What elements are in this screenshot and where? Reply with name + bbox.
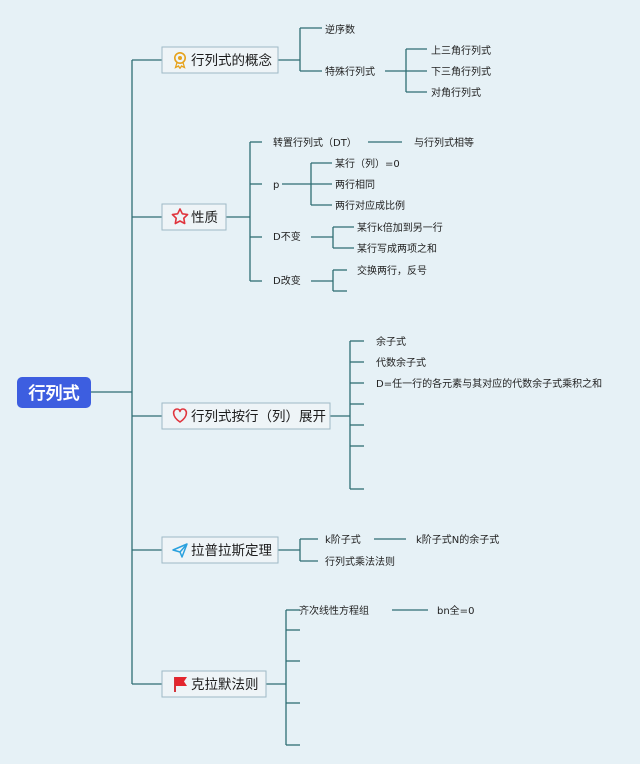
leaf-node: 代数余子式: [376, 356, 426, 369]
branch-node-concept[interactable]: 行列式的概念: [161, 46, 279, 74]
leaf-node: 对角行列式: [431, 86, 481, 99]
root-label: 行列式: [28, 383, 80, 404]
leaf-node: 交换两行，反号: [357, 264, 427, 277]
leaf-node: 齐次线性方程组: [299, 604, 369, 617]
paper-plane-icon: [172, 543, 188, 558]
leaf-node: 余子式: [376, 335, 406, 348]
branch-label-cramer: 克拉默法则: [191, 677, 259, 693]
branch-label-expansion: 行列式按行（列）展开: [191, 409, 326, 425]
branch-label-concept: 行列式的概念: [191, 52, 272, 69]
leaf-node: 某行（列）=0: [335, 157, 400, 170]
leaf-node: D改变: [273, 274, 301, 287]
leaf-node: 上三角行列式: [431, 44, 491, 57]
heart-icon: [172, 408, 188, 423]
leaf-node: k阶子式: [325, 533, 361, 546]
flag-icon: [174, 677, 187, 692]
branch-node-property[interactable]: 性质: [161, 203, 227, 231]
leaf-node: D不变: [273, 230, 301, 243]
branch-node-laplace[interactable]: 拉普拉斯定理: [161, 536, 279, 564]
leaf-node: k阶子式N的余子式: [416, 533, 499, 546]
branch-label-property: 性质: [191, 210, 218, 226]
leaf-node: D=任一行的各元素与其对应的代数余子式乘积之和: [376, 377, 602, 390]
leaf-node: 某行写成两项之和: [357, 242, 437, 255]
leaf-node: p: [273, 180, 279, 191]
leaf-node: 某行k倍加到另一行: [357, 221, 443, 234]
leaf-node: 行列式乘法法则: [325, 555, 395, 568]
branch-node-expansion[interactable]: 行列式按行（列）展开: [161, 402, 331, 430]
leaf-node: 转置行列式（DT）: [273, 136, 357, 149]
branch-node-cramer[interactable]: 克拉默法则: [161, 670, 267, 698]
star-icon: [171, 208, 189, 225]
leaf-node: 特殊行列式: [325, 65, 375, 78]
leaf-node: 两行对应成比例: [335, 199, 405, 212]
medal-icon: [174, 52, 186, 69]
leaf-node: 两行相同: [335, 178, 375, 191]
root-node[interactable]: 行列式: [17, 377, 91, 408]
leaf-node: 逆序数: [325, 23, 355, 36]
connector-lines: [91, 27, 428, 746]
leaf-node: 下三角行列式: [431, 65, 491, 78]
branch-label-laplace: 拉普拉斯定理: [191, 543, 272, 559]
leaf-node: bn全=0: [437, 604, 474, 617]
leaf-node: 与行列式相等: [414, 136, 474, 149]
